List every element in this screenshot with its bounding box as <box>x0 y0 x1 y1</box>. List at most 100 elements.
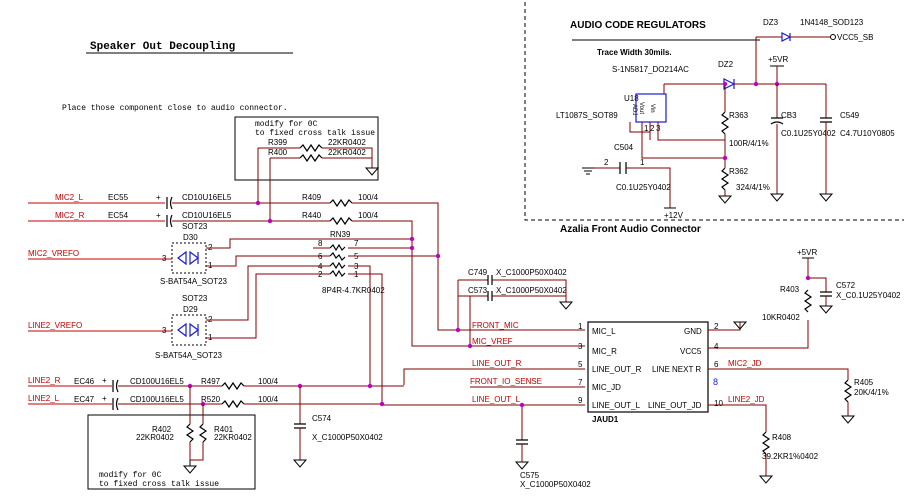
d30-body <box>171 242 207 274</box>
r401-ref: R401 <box>214 425 234 434</box>
d29-package: SOT23 <box>182 294 208 303</box>
d30-package: SOT23 <box>182 222 208 231</box>
ground-symbol <box>364 167 380 176</box>
d30-ref: D30 <box>183 233 198 242</box>
c504-pin1: 1 <box>640 158 645 167</box>
junction <box>409 236 415 242</box>
r399-value: 22KR0402 <box>328 138 366 147</box>
trace-width-note: Trace Width 30mils. <box>597 48 672 57</box>
u18-pin-vin: Vin <box>649 104 655 113</box>
junction <box>435 253 441 259</box>
jaud1-pin5-name: LINE_OUT_R <box>592 365 642 374</box>
jaud1-ref: JAUD1 <box>592 415 619 424</box>
d29-ref: D29 <box>183 305 198 314</box>
jaud1-pin10-num: 10 <box>714 399 723 408</box>
ec47-ref: EC47 <box>74 395 95 404</box>
cb3-symbol <box>770 117 784 125</box>
rn39-value: 8P4R-4.7KR0402 <box>322 286 385 295</box>
r520-ref: R520 <box>201 395 221 404</box>
r362-value: 324/4/1% <box>736 183 770 192</box>
note-top-line2: to fixed cross talk issue <box>255 129 375 138</box>
ground-symbol <box>717 195 733 204</box>
c572-value: X_C0.1U25Y0402 <box>836 291 901 300</box>
wire <box>189 386 204 424</box>
c749-value: X_C1000P50X0402 <box>496 268 567 277</box>
d29-part: S-BAT54A_SOT23 <box>155 351 223 360</box>
wire <box>352 220 550 347</box>
d29-body <box>171 314 207 346</box>
wire <box>641 122 725 159</box>
net-line2-l: LINE2_L <box>28 394 60 403</box>
c504-symbol <box>619 162 627 174</box>
ec47-value: CD100U16EL5 <box>130 395 184 404</box>
c573-value: X_C1000P50X0402 <box>496 286 567 295</box>
junction <box>455 327 461 333</box>
jaud1-pin3-num: 3 <box>578 342 583 351</box>
r403-value: 10KR0402 <box>762 313 800 322</box>
r399-symbol <box>299 143 323 153</box>
u18-pin-adj: ADJ <box>631 104 637 115</box>
net-mic2-jd: MIC2_JD <box>728 359 762 368</box>
d29-diodes <box>177 322 199 338</box>
wire <box>708 322 741 331</box>
c549-symbol <box>820 117 832 123</box>
cb3-value: C0.1U25Y0402 <box>781 129 836 138</box>
wire <box>206 255 330 267</box>
front-connector-title: Azalia Front Audio Connector <box>560 224 701 235</box>
jaud1-pin6-name: LINE NEXT R <box>652 365 701 374</box>
dz3-value: 1N4148_SOD123 <box>800 18 864 27</box>
ground-symbol <box>582 167 594 175</box>
rn39-ref: RN39 <box>330 230 351 239</box>
dz3-ref: DZ3 <box>763 18 779 27</box>
ec46-symbol <box>112 379 119 393</box>
junction <box>722 81 728 87</box>
jaud1-pin2-name: GND <box>684 327 702 336</box>
r403-ref: R403 <box>780 285 800 294</box>
ec54-ref: EC54 <box>108 211 129 220</box>
ec46-plus: + <box>102 376 107 385</box>
jaud1-pin4-num: 4 <box>714 342 719 351</box>
rn39-pin7: 7 <box>354 239 359 248</box>
net-mic2-r: MIC2_R <box>55 211 85 220</box>
wire <box>708 320 809 349</box>
ec47-symbol <box>112 397 119 411</box>
c575-value: X_C1000P50X0402 <box>520 480 591 489</box>
wire <box>352 202 550 331</box>
r409-symbol <box>329 198 353 208</box>
wire <box>206 265 330 321</box>
jaud1-pin7-num: 7 <box>578 378 583 387</box>
jaud1-pin1-name: MIC_L <box>592 327 616 336</box>
net-mic2-l: MIC2_L <box>55 193 84 202</box>
speaker-title: Speaker Out Decoupling <box>90 41 235 53</box>
net-mic-vref: MIC_VREF <box>472 337 513 346</box>
c572-ref: C572 <box>836 281 856 290</box>
place-note: Place those component close to audio con… <box>62 104 288 113</box>
wire <box>458 279 567 302</box>
r440-symbol <box>329 216 353 226</box>
jaud1-pin6-num: 6 <box>714 360 719 369</box>
note-bottom-line1: modify for 0C <box>99 471 162 480</box>
u18-pin1: 1 <box>644 124 649 133</box>
c575-ref: C575 <box>520 471 540 480</box>
c549-ref: C549 <box>840 111 860 120</box>
r408-symbol <box>761 431 771 455</box>
r497-value: 100/4 <box>258 377 279 386</box>
c574-ref: C574 <box>312 414 332 423</box>
r400-value: 22KR0402 <box>328 148 366 157</box>
net-12v: +12V <box>664 211 684 220</box>
r405-symbol <box>843 379 853 403</box>
r409-ref: R409 <box>302 193 322 202</box>
d30-diodes <box>177 250 199 266</box>
ec54-symbol <box>166 214 173 228</box>
r440-ref: R440 <box>302 211 322 220</box>
ground-symbol <box>732 321 748 330</box>
ec54-plus: + <box>156 211 161 220</box>
net-front-mic: FRONT_MIC <box>472 321 519 330</box>
note-box-top <box>234 116 379 181</box>
rn39-pin8: 8 <box>318 239 323 248</box>
wire <box>457 280 471 346</box>
jaud1-pin7-name: MIC_JD <box>592 383 621 392</box>
jaud1-pin1-num: 1 <box>578 322 583 331</box>
junction <box>519 402 525 408</box>
r409-value: 100/4 <box>358 193 379 202</box>
